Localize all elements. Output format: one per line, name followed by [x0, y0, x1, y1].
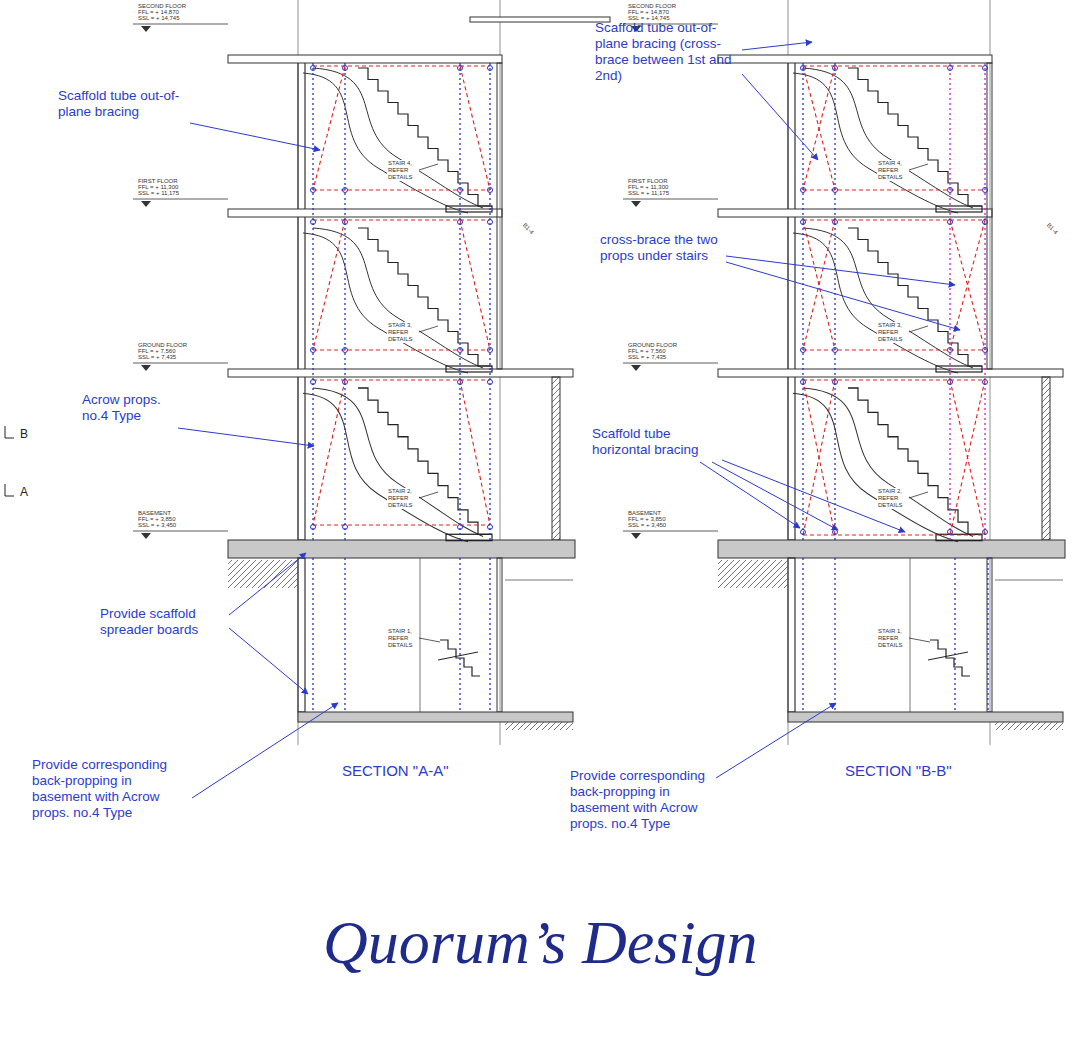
level-label: BASEMENT: [138, 510, 171, 516]
level-label: GROUND FLOOR: [628, 342, 677, 348]
level-label: FFL = + 3,850: [138, 516, 175, 522]
level-label: SSL = + 11,175: [138, 190, 179, 196]
level-label: SSL = + 7,435: [628, 354, 666, 360]
level-label: SSL = + 14,745: [138, 15, 179, 21]
grid-label: B1-4: [1045, 222, 1059, 236]
section-markers: [5, 426, 14, 496]
props-b: [803, 63, 988, 712]
prop-heads-a: [311, 66, 493, 530]
level-label: SSL = + 3,450: [628, 522, 666, 528]
section-marker: A: [20, 485, 28, 499]
level-label: FFL = + 7,560: [138, 348, 175, 354]
grid-label: B1-4: [521, 222, 535, 236]
stair-note: STAIR 3, REFER DETAILS: [877, 322, 909, 343]
callout-note: Provide scaffold spreader boards: [100, 606, 225, 638]
leader-lines: [178, 42, 960, 798]
stair-note: STAIR 4, REFER DETAILS: [387, 160, 419, 181]
callout-note: Provide corresponding back-propping in b…: [32, 757, 184, 821]
level-label: FFL = + 11,300: [138, 184, 178, 190]
level-label: FIRST FLOOR: [628, 178, 668, 184]
section-marker: B: [20, 427, 28, 441]
callout-note: cross-brace the two props under stairs: [600, 232, 750, 264]
props-under-stairs: [950, 63, 985, 540]
page-title: Quorum’s Design: [323, 905, 758, 979]
callout-note: Scaffold tube horizontal bracing: [592, 426, 722, 458]
level-label: FFL = + 7,560: [628, 348, 665, 354]
level-label: FFL = + 11,300: [628, 184, 668, 190]
level-label: FFL = + 14,870: [628, 9, 669, 15]
level-label: SSL = + 3,450: [138, 522, 176, 528]
section-a-building: [133, 0, 575, 745]
props-a: [313, 63, 490, 712]
stair-note: STAIR 2, REFER DETAILS: [387, 488, 419, 509]
level-label: FFL = + 3,850: [628, 516, 665, 522]
callout-note: Provide corresponding back-propping in b…: [570, 768, 722, 832]
level-label: SECOND FLOOR: [628, 3, 676, 9]
callout-note: Scaffold tube out-of-plane bracing (cros…: [595, 20, 745, 84]
callout-note: Scaffold tube out-of-plane bracing: [58, 88, 198, 120]
stair-note: STAIR 1, REFER DETAILS: [387, 628, 419, 649]
stair-note: STAIR 3, REFER DETAILS: [387, 322, 419, 343]
callout-note: Acrow props. no.4 Type: [82, 392, 182, 424]
stair-note: STAIR 1, REFER DETAILS: [877, 628, 909, 649]
slab-edge: [470, 17, 610, 22]
prop-heads-b: [801, 66, 988, 535]
level-label: FIRST FLOOR: [138, 178, 178, 184]
level-label: FFL = + 14,870: [138, 9, 179, 15]
level-label: SSL = + 7,435: [138, 354, 176, 360]
section-b-building: [623, 0, 1065, 745]
level-label: GROUND FLOOR: [138, 342, 187, 348]
level-label: SSL = + 11,175: [628, 190, 669, 196]
section-title: SECTION "B-B": [845, 762, 952, 780]
bracing-a: [313, 66, 490, 525]
level-label: SECOND FLOOR: [138, 3, 186, 9]
stair-note: STAIR 4, REFER DETAILS: [877, 160, 909, 181]
bracing-b: [803, 66, 985, 535]
level-label: BASEMENT: [628, 510, 661, 516]
section-title: SECTION "A-A": [342, 762, 449, 780]
stair-note: STAIR 2, REFER DETAILS: [877, 488, 909, 509]
